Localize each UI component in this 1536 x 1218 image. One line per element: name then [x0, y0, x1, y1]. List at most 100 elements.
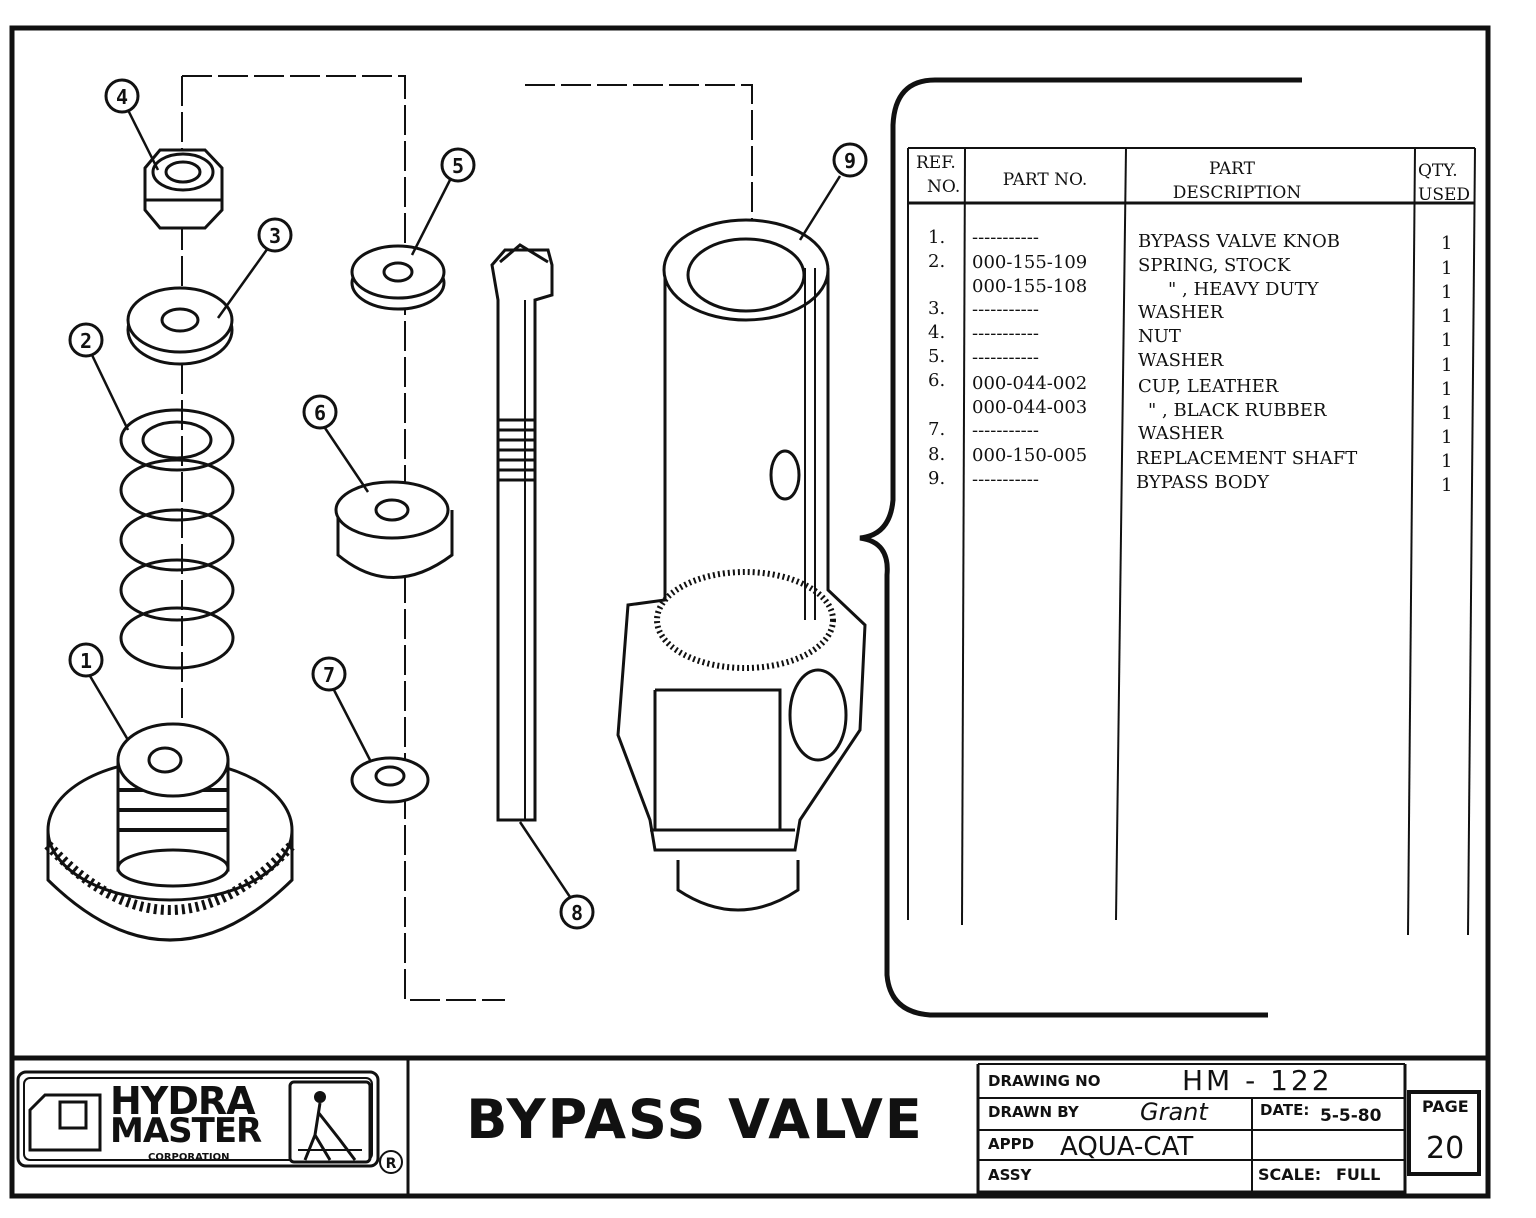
- appd-label: APPD: [988, 1135, 1034, 1153]
- svg-text:1: 1: [1441, 451, 1452, 472]
- table-row: 000-155-108 " , HEAVY DUTY 1: [972, 276, 1452, 303]
- table-row: 1. ----------- BYPASS VALVE KNOB 1: [928, 227, 1452, 254]
- callout-2: 2: [68, 322, 130, 431]
- assy-label: ASSY: [988, 1166, 1033, 1184]
- svg-text:CUP, LEATHER: CUP, LEATHER: [1138, 376, 1279, 397]
- svg-text:-----------: -----------: [972, 420, 1039, 441]
- bypass-body-part-9: [616, 218, 867, 912]
- page-number: 20: [1426, 1131, 1464, 1166]
- cup-part-6: [334, 480, 454, 579]
- title-block: HYDRA MASTER CORPORATION R BYPASS VALVE …: [12, 1055, 1488, 1196]
- svg-text:1.: 1.: [928, 227, 945, 248]
- svg-text:WASHER: WASHER: [1138, 350, 1224, 371]
- svg-text:-----------: -----------: [972, 227, 1039, 248]
- svg-text:7.: 7.: [928, 419, 945, 440]
- header-desc-line1: PART: [1209, 159, 1256, 179]
- svg-text:1: 1: [1441, 403, 1452, 424]
- callout-9: 9: [798, 142, 868, 241]
- table-row: 5. ----------- WASHER 1: [928, 346, 1452, 376]
- date-value: 5-5-80: [1320, 1106, 1382, 1126]
- washer-part-3: [126, 286, 234, 366]
- appd-value: AQUA-CAT: [1060, 1132, 1193, 1162]
- table-row: 2. 000-155-109 SPRING, STOCK 1: [928, 251, 1452, 279]
- svg-text:" , BLACK RUBBER: " , BLACK RUBBER: [1148, 400, 1327, 421]
- svg-text:1: 1: [1441, 379, 1452, 400]
- svg-text:5: 5: [452, 154, 464, 178]
- svg-text:SPRING, STOCK: SPRING, STOCK: [1138, 255, 1291, 276]
- callout-5: 5: [410, 147, 476, 256]
- svg-text:9: 9: [844, 149, 856, 173]
- spring-part-2: [119, 408, 235, 670]
- svg-text:1: 1: [1441, 475, 1452, 496]
- hydramaster-logo: HYDRA MASTER CORPORATION R: [16, 1070, 403, 1174]
- svg-text:2.: 2.: [928, 251, 945, 272]
- svg-text:REPLACEMENT SHAFT: REPLACEMENT SHAFT: [1136, 448, 1357, 469]
- svg-text:1: 1: [1441, 282, 1452, 303]
- svg-text:7: 7: [323, 663, 335, 687]
- svg-text:-----------: -----------: [972, 323, 1039, 344]
- svg-text:000-155-108: 000-155-108: [972, 276, 1087, 297]
- svg-text:1: 1: [1441, 330, 1452, 351]
- washer-part-5: [350, 244, 446, 311]
- nut-part-4: [143, 148, 224, 230]
- svg-text:1: 1: [1441, 233, 1452, 254]
- exploded-view: [44, 75, 867, 1001]
- header-part-no: PART NO.: [1003, 170, 1088, 190]
- svg-text:8: 8: [571, 901, 583, 925]
- scale-value: FULL: [1336, 1165, 1380, 1184]
- callout-3: 3: [216, 217, 293, 319]
- washer-part-7: [350, 756, 430, 804]
- callout-1: 1: [68, 642, 130, 741]
- svg-text:000-155-109: 000-155-109: [972, 252, 1087, 273]
- svg-text:000-044-002: 000-044-002: [972, 373, 1087, 394]
- drawn-by-value: Grant: [1140, 1098, 1209, 1126]
- svg-text:-----------: -----------: [972, 347, 1039, 368]
- logo-line3: CORPORATION: [148, 1152, 229, 1163]
- scale-label: SCALE:: [1258, 1165, 1321, 1184]
- table-row: 6. 000-044-002 CUP, LEATHER 1: [928, 370, 1452, 400]
- page-label: PAGE: [1422, 1097, 1469, 1116]
- brace-bracket: [859, 77, 1302, 1018]
- svg-text:" , HEAVY DUTY: " , HEAVY DUTY: [1168, 279, 1320, 300]
- drawing-no-label: DRAWING NO: [988, 1072, 1100, 1090]
- parts-list-table: REF. NO. PART NO. PART DESCRIPTION QTY. …: [859, 77, 1476, 1018]
- callout-6: 6: [302, 394, 370, 493]
- drawn-by-label: DRAWN BY: [988, 1103, 1080, 1121]
- callouts: 4 3 2 1 5 6 7: [68, 78, 868, 930]
- header-qty-line1: QTY.: [1418, 161, 1458, 181]
- svg-text:1: 1: [1441, 427, 1452, 448]
- logo-line1: HYDRA: [110, 1079, 256, 1123]
- table-grid: [907, 147, 1476, 936]
- svg-text:3: 3: [269, 224, 281, 248]
- svg-text:-----------: -----------: [972, 299, 1039, 320]
- table-row: 000-044-003 " , BLACK RUBBER 1: [972, 397, 1452, 424]
- knob-part-1: [44, 722, 296, 942]
- svg-text:000-044-003: 000-044-003: [972, 397, 1087, 418]
- date-label: DATE:: [1260, 1101, 1309, 1119]
- svg-text:3.: 3.: [928, 298, 945, 319]
- svg-text:WASHER: WASHER: [1138, 423, 1224, 444]
- drawing-title: BYPASS VALVE: [466, 1088, 923, 1151]
- svg-text:NUT: NUT: [1138, 326, 1181, 347]
- table-row: 7. ----------- WASHER 1: [928, 419, 1452, 448]
- svg-text:WASHER: WASHER: [1138, 302, 1224, 323]
- header-ref-line1: REF.: [916, 153, 956, 173]
- sheet-border: [9, 25, 1491, 1199]
- svg-text:1: 1: [80, 649, 92, 673]
- header-qty-line2: USED: [1418, 185, 1470, 205]
- svg-text:1: 1: [1441, 355, 1452, 376]
- svg-text:8.: 8.: [928, 444, 945, 465]
- svg-text:2: 2: [80, 329, 92, 353]
- header-desc-line2: DESCRIPTION: [1173, 183, 1302, 203]
- svg-text:000-150-005: 000-150-005: [972, 445, 1087, 466]
- callout-7: 7: [311, 656, 372, 761]
- registered-mark: R: [386, 1156, 397, 1172]
- svg-text:6: 6: [314, 401, 326, 425]
- svg-text:5.: 5.: [928, 346, 945, 367]
- svg-text:BYPASS VALVE KNOB: BYPASS VALVE KNOB: [1138, 231, 1340, 252]
- svg-text:BYPASS BODY: BYPASS BODY: [1136, 472, 1270, 493]
- table-row: 9. ----------- BYPASS BODY 1: [928, 468, 1452, 496]
- drawing-no-value: HM - 122: [1182, 1064, 1333, 1097]
- table-row: 8. 000-150-005 REPLACEMENT SHAFT 1: [928, 444, 1452, 472]
